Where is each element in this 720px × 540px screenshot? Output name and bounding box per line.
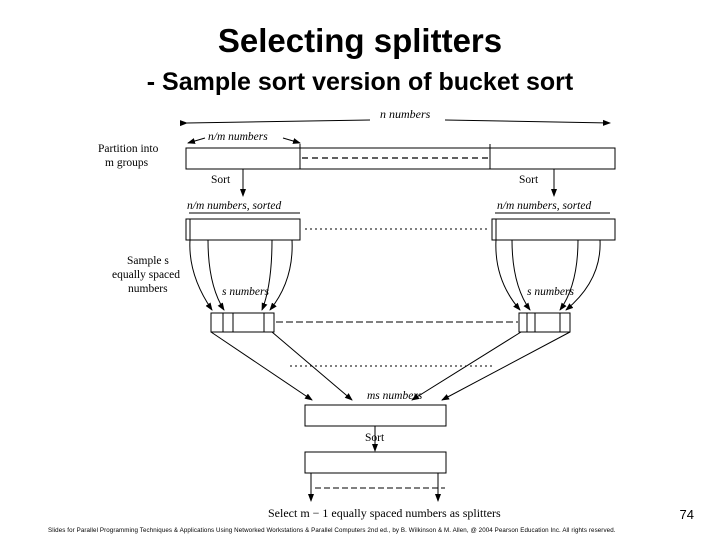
s-numbers-label-left: s numbers xyxy=(222,286,269,298)
nm-sorted-label-left: n/m numbers, sorted xyxy=(187,200,281,212)
ms-numbers-label: ms numbers xyxy=(367,390,423,402)
sorted-group-first xyxy=(185,218,301,241)
nm-numbers-label: n/m numbers xyxy=(208,131,268,143)
nm-numbers-dimension xyxy=(187,137,301,144)
sample-label-line2: equally spaced xyxy=(112,269,180,281)
s-numbers-label-right: s numbers xyxy=(527,286,574,298)
nm-sorted-label-right: n/m numbers, sorted xyxy=(497,200,591,212)
sample-array-left xyxy=(210,312,275,333)
sort-label-center: Sort xyxy=(365,432,385,444)
partition-label-line1: Partition into xyxy=(98,143,159,155)
sampling-arrows-left xyxy=(189,239,293,311)
slide-subtitle: - Sample sort version of bucket sort xyxy=(146,68,574,96)
n-numbers-dimension xyxy=(179,119,611,127)
sampling-arrows-right xyxy=(495,239,601,311)
sort-label-right: Sort xyxy=(519,174,539,186)
sort-label-left: Sort xyxy=(211,174,231,186)
merged-samples-array xyxy=(304,404,447,427)
slide-title: Selecting splitters xyxy=(217,22,503,59)
input-array xyxy=(185,147,616,170)
splitter-arrows xyxy=(308,473,441,502)
slide-number: 74 xyxy=(679,507,694,522)
footer-credits: Slides for Parallel Programming Techniqu… xyxy=(48,527,616,534)
sample-label-line3: numbers xyxy=(128,283,168,295)
n-numbers-label: n numbers xyxy=(380,107,431,121)
sample-array-right xyxy=(518,312,571,333)
sorted-samples-array xyxy=(304,451,447,474)
select-splitters-caption: Select m − 1 equally spaced numbers as s… xyxy=(268,506,501,520)
sample-label-line1: Sample s xyxy=(127,255,169,267)
partition-label-line2: m groups xyxy=(105,157,149,169)
sorted-group-last xyxy=(491,218,616,241)
